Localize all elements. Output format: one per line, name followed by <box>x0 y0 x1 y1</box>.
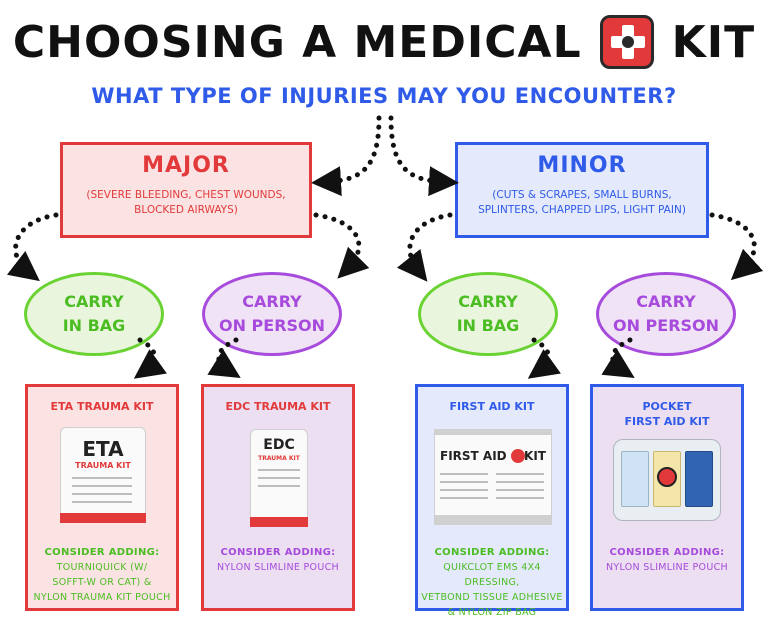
major-category-box: MAJOR (SEVERE BLEEDING, CHEST WOUNDS, BL… <box>60 142 312 238</box>
consider-line1: NYLON SLIMLINE POUCH <box>606 562 728 573</box>
consider-line3: & NYLON ZIP BAG <box>447 607 537 618</box>
pocket-kit-image <box>613 439 721 521</box>
consider-line3: NYLON TRAUMA KIT POUCH <box>33 592 171 603</box>
edc-trauma-kit-card: EDC TRAUMA KIT EDC TRAUMA KIT CONSIDER A… <box>201 384 355 611</box>
oval-line2: IN BAG <box>62 316 126 335</box>
minor-title: MINOR <box>537 153 627 178</box>
medical-cross-logo-icon <box>599 15 654 69</box>
edc-kit-image: EDC TRAUMA KIT <box>250 429 308 527</box>
kit-name-line2: FIRST AID KIT <box>624 415 710 428</box>
oval-line1: CARRY <box>64 292 124 311</box>
consider-line1: NYLON SLIMLINE POUCH <box>217 562 339 573</box>
kit-name: EDC TRAUMA KIT <box>225 400 331 413</box>
eta-trauma-kit-card: ETA TRAUMA KIT ETA TRAUMA KIT CONSIDER A… <box>25 384 179 611</box>
oval-line2: ON PERSON <box>612 316 720 335</box>
major-carry-in-bag-oval: CARRY IN BAG <box>24 272 164 356</box>
minor-carry-on-person-oval: CARRY ON PERSON <box>596 272 736 356</box>
title-text-part2: KIT <box>671 16 756 68</box>
page-title: CHOOSING A MEDICAL KIT <box>0 10 768 74</box>
minor-desc-line1: (CUTS & SCRAPES, SMALL BURNS, <box>492 189 672 201</box>
arrow-bag-to-eta <box>133 337 167 379</box>
oval-line2: ON PERSON <box>218 316 326 335</box>
arrow-major-to-person <box>313 212 370 279</box>
major-desc-line1: (SEVERE BLEEDING, CHEST WOUNDS, <box>86 189 286 201</box>
oval-line2: IN BAG <box>456 316 520 335</box>
oval-line1: CARRY <box>242 292 302 311</box>
kit-name: ETA TRAUMA KIT <box>50 400 154 413</box>
first-aid-kit-card: FIRST AID KIT FIRST AID KIT CONSIDER ADD… <box>415 384 569 618</box>
arrow-to-minor <box>388 115 459 197</box>
edc-image-sublabel: TRAUMA KIT <box>258 455 300 462</box>
eta-kit-image: ETA TRAUMA KIT <box>60 427 146 523</box>
major-carry-on-person-oval: CARRY ON PERSON <box>202 272 342 356</box>
red-cross-icon <box>657 467 677 487</box>
arrow-minor-to-bag <box>396 212 453 282</box>
consider-adding-label: CONSIDER ADDING: <box>220 547 336 558</box>
kit-name: FIRST AID KIT <box>449 400 535 413</box>
major-title: MAJOR <box>142 153 230 178</box>
pocket-first-aid-kit-card: POCKET FIRST AID KIT CONSIDER ADDING: NY… <box>590 384 744 611</box>
edc-image-label: EDC <box>263 437 295 453</box>
consider-line1: TOURNIQUICK (W/ <box>56 562 148 573</box>
minor-desc-line2: SPLINTERS, CHAPPED LIPS, LIGHT PAIN) <box>478 204 686 216</box>
first-aid-image-label: FIRST AID <box>440 449 507 463</box>
arrow-major-to-bag <box>6 212 59 282</box>
eta-image-sublabel: TRAUMA KIT <box>75 461 131 470</box>
arrow-minor-to-person <box>709 212 764 281</box>
eta-image-label: ETA <box>82 437 124 461</box>
consider-line2: VETBOND TISSUE ADHESIVE <box>421 592 563 603</box>
kit-name-line1: POCKET <box>642 400 692 413</box>
arrow-to-major <box>311 115 382 197</box>
red-cross-icon <box>511 449 525 463</box>
title-text-part1: CHOOSING A MEDICAL <box>12 16 582 68</box>
oval-line1: CARRY <box>458 292 518 311</box>
minor-category-box: MINOR (CUTS & SCRAPES, SMALL BURNS, SPLI… <box>455 142 709 238</box>
first-aid-kit-image: FIRST AID KIT <box>434 429 552 525</box>
consider-adding-label: CONSIDER ADDING: <box>609 547 725 558</box>
consider-adding-label: CONSIDER ADDING: <box>434 547 550 558</box>
consider-line2: SOFFT-W OR CAT) & <box>52 577 152 588</box>
arrow-bag-to-firstaid <box>527 337 561 379</box>
oval-line1: CARRY <box>636 292 696 311</box>
minor-carry-in-bag-oval: CARRY IN BAG <box>418 272 558 356</box>
consider-adding-label: CONSIDER ADDING: <box>44 547 160 558</box>
consider-line1: QUIKCLOT EMS 4X4 DRESSING, <box>443 562 541 588</box>
subtitle: WHAT TYPE OF INJURIES MAY YOU ENCOUNTER? <box>91 84 677 108</box>
first-aid-image-sublabel: KIT <box>524 449 546 463</box>
major-desc-line2: BLOCKED AIRWAYS) <box>134 204 238 216</box>
